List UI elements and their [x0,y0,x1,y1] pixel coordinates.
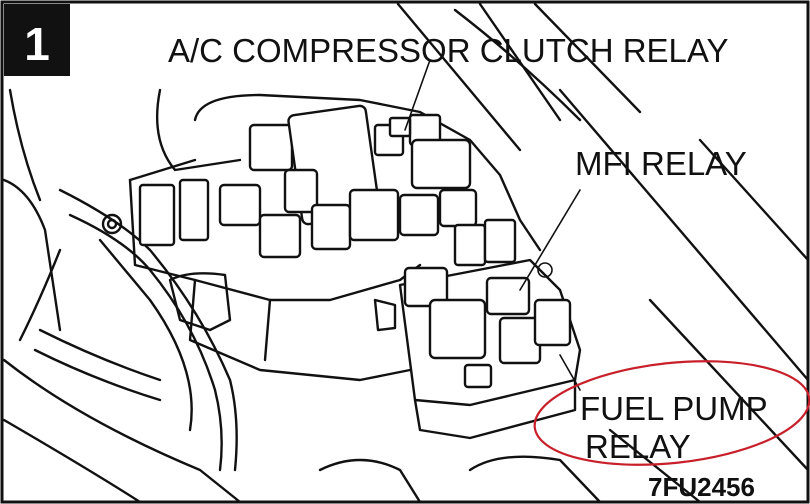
relay-block-lower [398,258,582,440]
ac-compressor-relay-label: A/C COMPRESSOR CLUTCH RELAY [168,32,728,69]
fuel-pump-relay-label-line2: RELAY [585,428,691,465]
mfi-relay-unit [485,276,531,316]
mfi-relay-label: MFI RELAY [575,145,747,182]
hoses [33,188,238,472]
step-badge: 1 [4,4,70,76]
relay-box-housing [128,93,542,382]
fuse-relays-upper [138,104,517,267]
step-number: 1 [24,18,50,70]
fuel-pump-highlight [533,360,810,466]
figure-code: 7FU2456 [648,472,755,502]
leader-lines [404,59,581,391]
fuel-pump-relay-label-line1: FUEL PUMP [580,390,768,427]
